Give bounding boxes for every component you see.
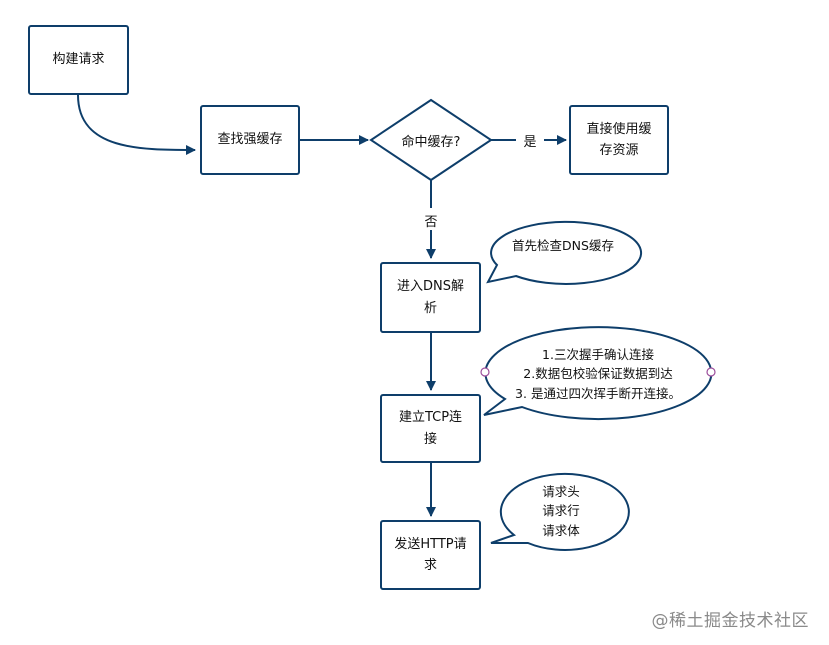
callout-http-line-2: 请求行 [542,503,580,519]
node-http-request[interactable]: 发送HTTP请求 [380,520,481,590]
callout-tcp-line-3: 3. 是通过四次挥手断开连接。 [515,385,681,401]
callout-http-line-1: 请求头 [542,484,580,499]
callout-dns-text: 首先检查DNS缓存 [512,238,614,253]
callout-tcp-line-1: 1.三次握手确认连接 [542,347,654,362]
node-dns-lookup[interactable]: 进入DNS解析 [380,262,481,333]
callout-dns-bubble [486,220,643,285]
callout-tcp-text: 1.三次握手确认连接 2.数据包校验保证数据到达 3. 是通过四次挥手断开连接。 [486,345,710,403]
callout-http-bubble [490,472,630,551]
node-use-cache[interactable]: 直接使用缓存资源 [569,105,669,175]
callout-tcp-line-2: 2.数据包校验保证数据到达 [523,366,673,382]
decision-label: 命中缓存? [401,135,461,150]
callout-http-text: 请求头 请求行 请求体 [518,482,604,540]
callout-http-line-3: 请求体 [542,522,580,538]
node-dns-lookup-label: 进入DNS解析 [397,279,464,316]
node-lookup-strong-cache-label: 查找强缓存 [217,132,283,148]
node-use-cache-label: 直接使用缓存资源 [586,121,652,158]
edge-label-yes: 是 [523,135,537,150]
node-http-request-label: 发送HTTP请求 [394,536,467,573]
callout-tcp-handle-left [480,367,490,377]
node-lookup-strong-cache[interactable]: 查找强缓存 [200,105,300,175]
node-tcp-connect[interactable]: 建立TCP连接 [380,394,481,463]
watermark: @稀土掘金技术社区 [651,611,809,631]
node-tcp-connect-label: 建立TCP连接 [398,410,463,447]
node-build-request-label: 构建请求 [52,52,105,68]
node-build-request[interactable]: 构建请求 [28,25,129,95]
edge-build-to-cache [77,94,196,155]
callout-tcp-bubble [483,326,713,421]
edge-label-no: 否 [424,215,438,230]
callout-tcp-handle-right [706,367,716,377]
